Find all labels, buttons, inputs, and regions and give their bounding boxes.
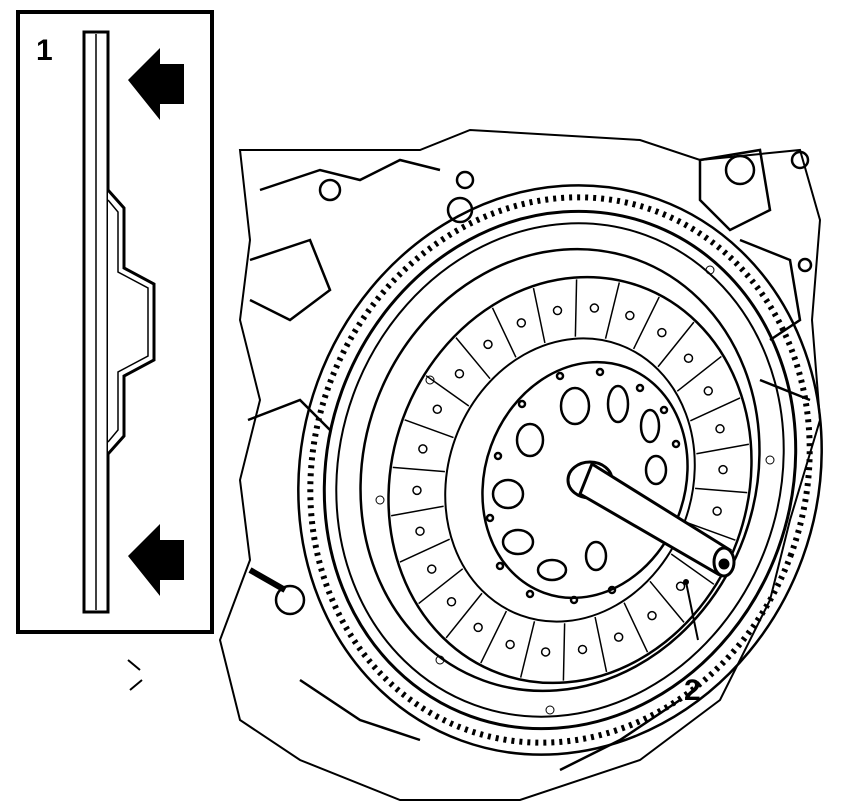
tool-callout-2: 2 [684, 674, 701, 707]
friction-segment-line [532, 287, 546, 344]
friction-segment-line [695, 487, 748, 494]
friction-segment-line [649, 580, 685, 623]
friction-segment-line [390, 505, 444, 517]
inset-panel: 1 [16, 10, 214, 634]
flywheel-ring-gear [297, 184, 823, 756]
friction-segment-line [604, 282, 621, 339]
engine-block [127, 128, 822, 801]
inset-callout-1: 1 [36, 34, 53, 67]
arrow-right-icon [128, 48, 184, 120]
rivet [577, 644, 588, 655]
rivet [483, 339, 493, 350]
friction-segment-line [670, 553, 715, 585]
rivet [454, 368, 465, 379]
friction-segment-line [690, 397, 741, 422]
rivet [718, 464, 728, 475]
rivet [426, 564, 437, 574]
friction-segment-line [632, 296, 660, 350]
rivet [415, 526, 425, 536]
friction-segment-line [574, 279, 578, 337]
friction-segment-line [594, 616, 608, 673]
pressure-plate-cover [322, 209, 798, 731]
rivet [412, 485, 422, 496]
clutch-hub [481, 360, 689, 605]
rivet [432, 404, 443, 414]
friction-segment-line [445, 592, 483, 639]
friction-segment-line [686, 521, 736, 541]
friction-segment-line [480, 610, 508, 664]
callout-2-leader [683, 579, 699, 641]
rivet [703, 386, 714, 396]
friction-segment-line [404, 419, 454, 439]
rivet [446, 597, 457, 607]
friction-segment-line [491, 307, 517, 358]
rivet [675, 581, 686, 592]
rivet [589, 303, 600, 313]
friction-segment-line [425, 375, 470, 407]
friction-segment-line [519, 621, 536, 678]
rivet [715, 424, 725, 434]
rivet [625, 310, 635, 321]
friction-segment-line [562, 623, 566, 681]
rivet [516, 318, 527, 328]
friction-segment-line [676, 355, 722, 392]
friction-segment-line [657, 321, 695, 368]
rivet [552, 305, 563, 316]
clutch-disc-profile [82, 30, 156, 614]
alignment-tool [566, 460, 736, 578]
friction-segment-line [455, 337, 491, 380]
rivet [418, 444, 428, 454]
rivet [712, 506, 722, 516]
friction-segment-line [696, 443, 750, 455]
rivet [657, 327, 667, 338]
friction-segment-line [623, 602, 649, 653]
rivet [473, 622, 483, 633]
rivet [540, 647, 551, 657]
rivet [683, 353, 694, 363]
friction-segment-line [399, 538, 450, 563]
rivet [505, 639, 515, 650]
arrow-right-icon [128, 524, 184, 596]
friction-segment-line [418, 568, 464, 605]
friction-segment-line [392, 466, 445, 473]
rivet [647, 610, 657, 621]
rivet [613, 632, 624, 642]
